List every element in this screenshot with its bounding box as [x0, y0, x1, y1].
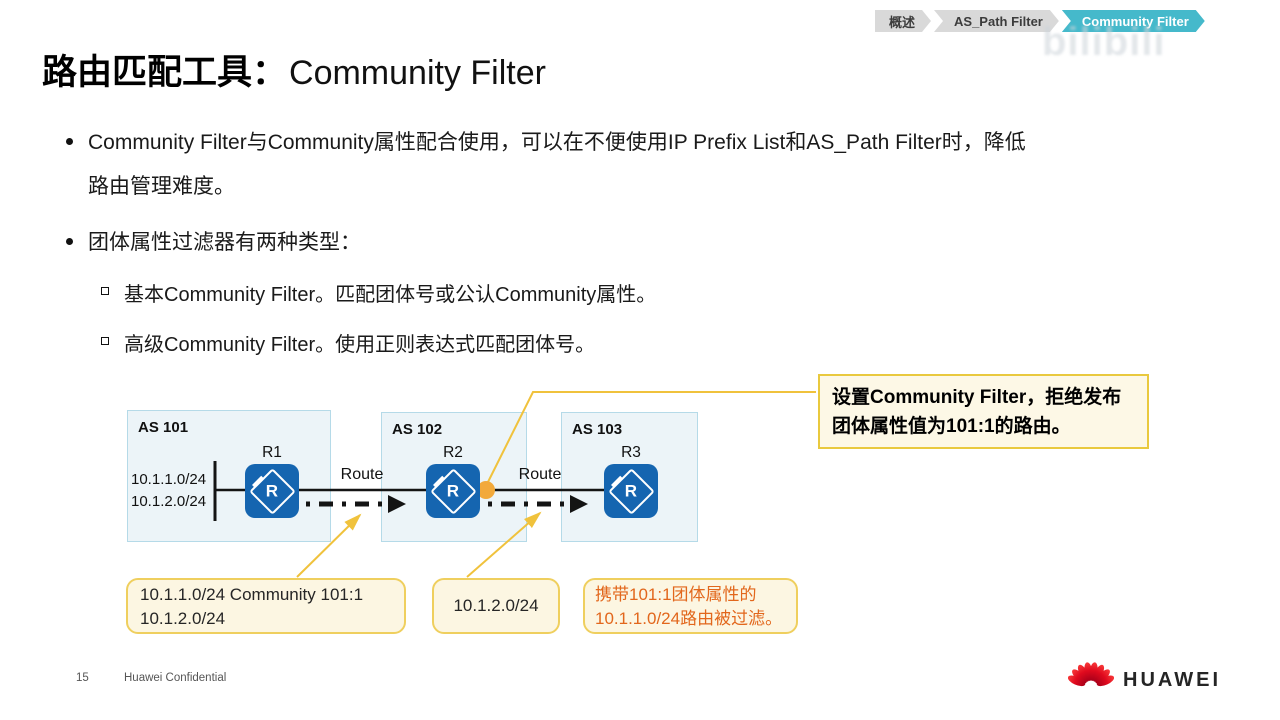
bullet1-line2: 路由管理难度。	[88, 175, 235, 198]
page-title-zh: 路由匹配工具：	[42, 53, 288, 92]
bullet-marker	[66, 238, 73, 245]
r1-advertised-routes-callout: 10.1.1.0/24 Community 101:1 10.1.2.0/24	[126, 578, 406, 634]
policy-callout-line2: 团体属性值为101:1的路由。	[832, 416, 1071, 437]
breadcrumb-item-as-path-filter: AS_Path Filter	[934, 10, 1059, 32]
huawei-logo: HUAWEI	[1068, 656, 1221, 694]
page-title: 路由匹配工具： Community Filter	[42, 44, 546, 95]
huawei-brand-text: HUAWEI	[1123, 668, 1221, 691]
sub-bullet-marker	[101, 287, 109, 295]
policy-callout-line1: 设置Community Filter，拒绝发布	[832, 387, 1122, 408]
router-r2-label: R2	[443, 444, 463, 461]
router-r3-label: R3	[621, 444, 641, 461]
sub-bullet2: 高级Community Filter。使用正则表达式匹配团体号。	[124, 334, 596, 356]
r2-adv-prefix: 10.1.2.0/24	[453, 596, 539, 615]
as102-label: AS 102	[392, 421, 443, 438]
breadcrumb-item-overview: 概述	[875, 10, 931, 32]
router-glyph: R	[446, 481, 460, 500]
router-r1-label: R1	[262, 444, 282, 461]
breadcrumb: 概述 AS_Path Filter Community Filter	[875, 10, 1205, 32]
router-r1-icon: R	[245, 464, 299, 518]
filter-point-dot	[477, 481, 495, 499]
router-glyph: R	[265, 481, 279, 500]
route-label-2: Route	[518, 466, 562, 483]
sub-bullet1: 基本Community Filter。匹配团体号或公认Community属性。	[124, 284, 657, 306]
route-adv-arrowhead-1	[388, 495, 406, 513]
r1-adv-line2: 10.1.2.0/24	[140, 609, 226, 628]
policy-callout-connector	[485, 391, 816, 487]
callout1-arrow	[296, 513, 362, 578]
router-r3-icon: R	[604, 464, 658, 518]
confidential-label: Huawei Confidential	[124, 672, 227, 684]
r1-adv-line1: 10.1.1.0/24 Community 101:1	[140, 585, 364, 604]
as103-label: AS 103	[572, 421, 623, 438]
callout2-arrow	[466, 511, 542, 578]
as101-label: AS 101	[138, 419, 189, 436]
filtered-line2: 10.1.1.0/24路由被过滤。	[595, 609, 783, 628]
router-diamond: R	[429, 467, 477, 515]
policy-callout: 设置Community Filter，拒绝发布 团体属性值为101:1的路由。	[818, 374, 1149, 449]
router-diamond: R	[607, 467, 655, 515]
router-r2-icon: R	[426, 464, 480, 518]
route-adv-arrowhead-2	[570, 495, 588, 513]
filtered-route-callout: 携带101:1团体属性的 10.1.1.0/24路由被过滤。	[583, 578, 798, 634]
sub-bullet-marker	[101, 337, 109, 345]
prefix-1: 10.1.1.0/24	[131, 471, 207, 488]
r2-advertised-route-callout: 10.1.2.0/24	[432, 578, 560, 634]
router-glyph: R	[624, 481, 638, 500]
as101-prefixes: 10.1.1.0/24 10.1.2.0/24	[131, 469, 206, 513]
breadcrumb-item-community-filter-active: Community Filter	[1062, 10, 1205, 32]
bullet2: 团体属性过滤器有两种类型：	[88, 231, 361, 254]
route-label-1: Route	[340, 466, 384, 483]
huawei-flower-icon	[1068, 662, 1114, 687]
prefix-2: 10.1.2.0/24	[131, 493, 207, 510]
page-number: 15	[76, 672, 89, 684]
router-diamond: R	[248, 467, 296, 515]
filtered-line1: 携带101:1团体属性的	[595, 585, 757, 604]
bullet1-line1: Community Filter与Community属性配合使用，可以在不便使用…	[88, 131, 1026, 154]
page-title-en: Community Filter	[289, 54, 546, 92]
bullet-marker	[66, 138, 73, 145]
